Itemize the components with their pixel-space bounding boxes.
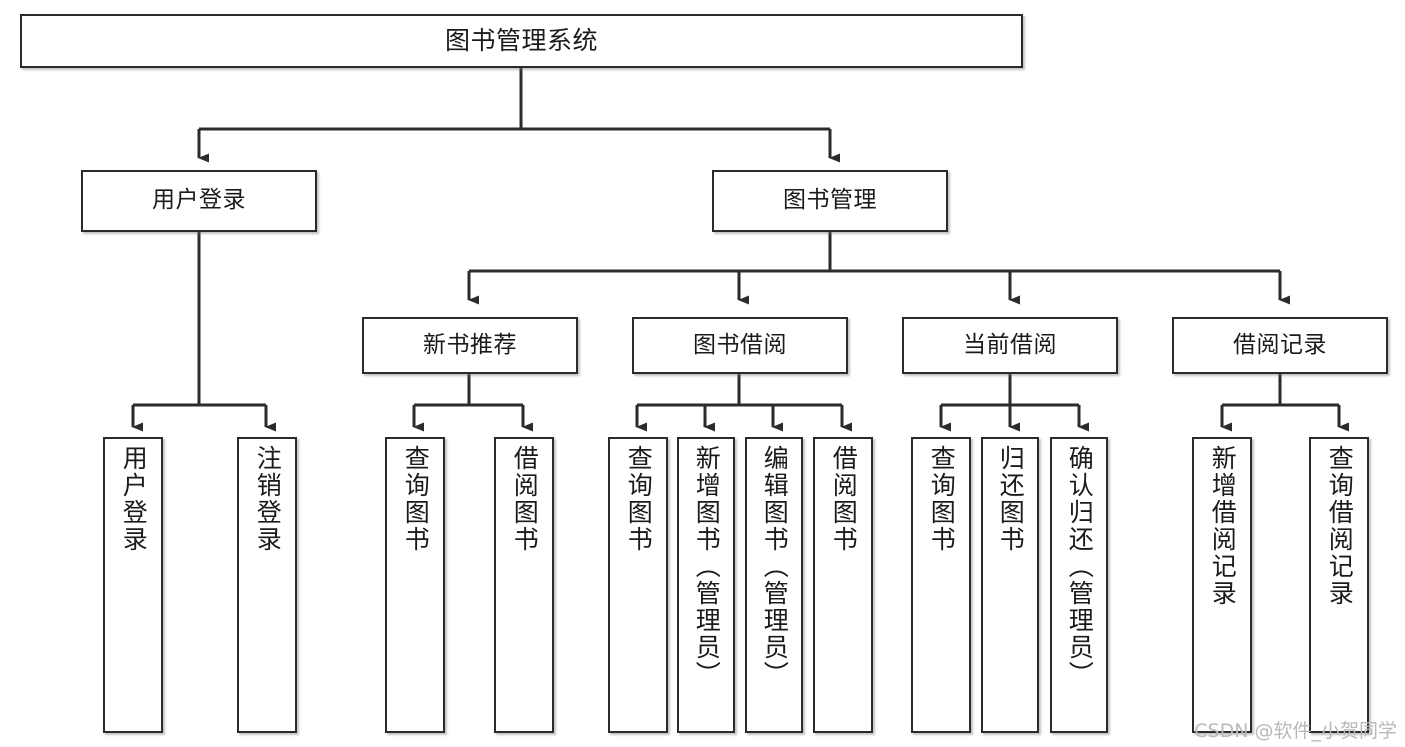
node-label: 编辑图书（管理员） [760,445,790,688]
node-book-borrowing[interactable]: 图书借阅 [632,317,848,374]
node-user-login[interactable]: 用户登录 [81,170,317,232]
node-label: 当前借阅 [963,331,1057,358]
node-leaf-query-book-borrow[interactable]: 查询图书 [608,437,668,733]
node-label: 用户登录 [119,445,149,553]
node-label: 注销登录 [253,445,283,553]
node-new-book-recommendation[interactable]: 新书推荐 [362,317,578,374]
node-leaf-borrow-book-borrow[interactable]: 借阅图书 [813,437,873,733]
node-label: 借阅图书 [829,445,859,553]
node-leaf-query-book-current[interactable]: 查询图书 [911,437,971,733]
node-leaf-return-book[interactable]: 归还图书 [981,437,1039,733]
node-leaf-logout[interactable]: 注销登录 [237,437,297,733]
node-borrow-records[interactable]: 借阅记录 [1172,317,1388,374]
node-label: 图书管理 [783,187,877,214]
node-label: 用户登录 [152,187,246,214]
node-leaf-query-borrow-record[interactable]: 查询借阅记录 [1309,437,1369,733]
node-leaf-add-borrow-record[interactable]: 新增借阅记录 [1192,437,1252,733]
node-label: 新书推荐 [423,331,517,358]
node-leaf-borrow-book-rec[interactable]: 借阅图书 [494,437,554,733]
node-label: 新增图书（管理员） [692,445,722,688]
node-label: 借阅记录 [1233,331,1327,358]
node-label: 确认归还（管理员） [1065,445,1095,688]
node-book-management[interactable]: 图书管理 [712,170,948,232]
node-label: 借阅图书 [510,445,540,553]
node-current-borrowing[interactable]: 当前借阅 [902,317,1118,374]
node-label: 查询图书 [624,445,654,553]
node-leaf-edit-book-admin[interactable]: 编辑图书（管理员） [745,437,803,733]
node-label: 归还图书 [996,445,1026,553]
node-leaf-add-book-admin[interactable]: 新增图书（管理员） [677,437,735,733]
node-label: 查询图书 [927,445,957,553]
node-label: 查询借阅记录 [1325,445,1355,607]
node-label: 图书管理系统 [444,26,598,56]
node-label: 新增借阅记录 [1208,445,1238,607]
node-leaf-query-book-rec[interactable]: 查询图书 [385,437,445,733]
node-label: 查询图书 [401,445,431,553]
node-label: 图书借阅 [693,331,787,358]
csdn-watermark: CSDN @软件_小贺同学 [1194,720,1397,742]
node-leaf-confirm-return-admin[interactable]: 确认归还（管理员） [1050,437,1108,733]
node-root-system[interactable]: 图书管理系统 [20,14,1023,68]
node-leaf-user-login[interactable]: 用户登录 [103,437,163,733]
